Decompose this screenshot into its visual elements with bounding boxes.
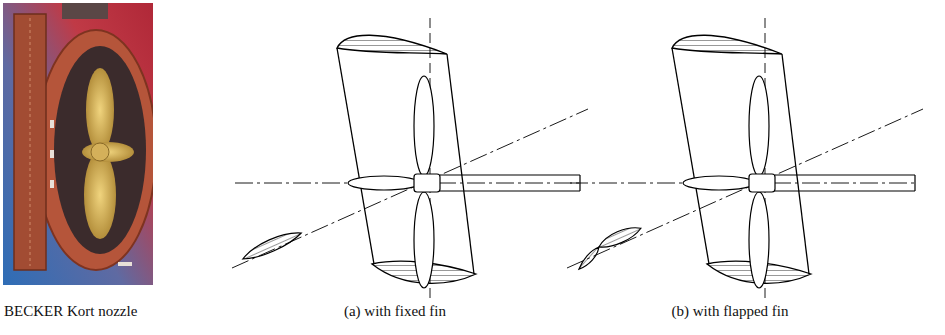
caption-slot: (a) with fixed fin [344,302,446,320]
caption-slot: (b) with flapped fin [671,302,788,320]
nozzle-drawing [232,18,588,300]
propeller-hub [91,143,109,161]
nozzle-rim [36,30,153,270]
nozzle-ring [36,30,153,270]
propeller-blade [84,151,116,239]
rudder-seam [30,18,31,266]
drawing-flapped-fin [567,18,923,300]
fin-body [596,222,643,251]
figure-caption: BECKER Kort nozzle [4,302,137,320]
bolt-mark [50,150,54,158]
bolt-mark [50,180,54,188]
bolt-mark [118,262,132,266]
shaft-strut [62,3,108,19]
bolt-mark [50,120,54,128]
nozzle-drawing [567,18,923,300]
rudder-plate [14,14,46,270]
nozzle-inside [54,46,146,254]
fixed-fin [240,227,303,264]
propeller-blade [86,68,114,152]
nozzle-photo [3,3,153,285]
figure-caption: (b) with flapped fin [671,302,788,320]
propeller-blade [82,142,134,162]
caption-slot: BECKER Kort nozzle [4,302,137,320]
drawing-fixed-fin [232,18,588,300]
figure-caption: (a) with fixed fin [344,302,446,320]
fin-flap [577,245,602,272]
